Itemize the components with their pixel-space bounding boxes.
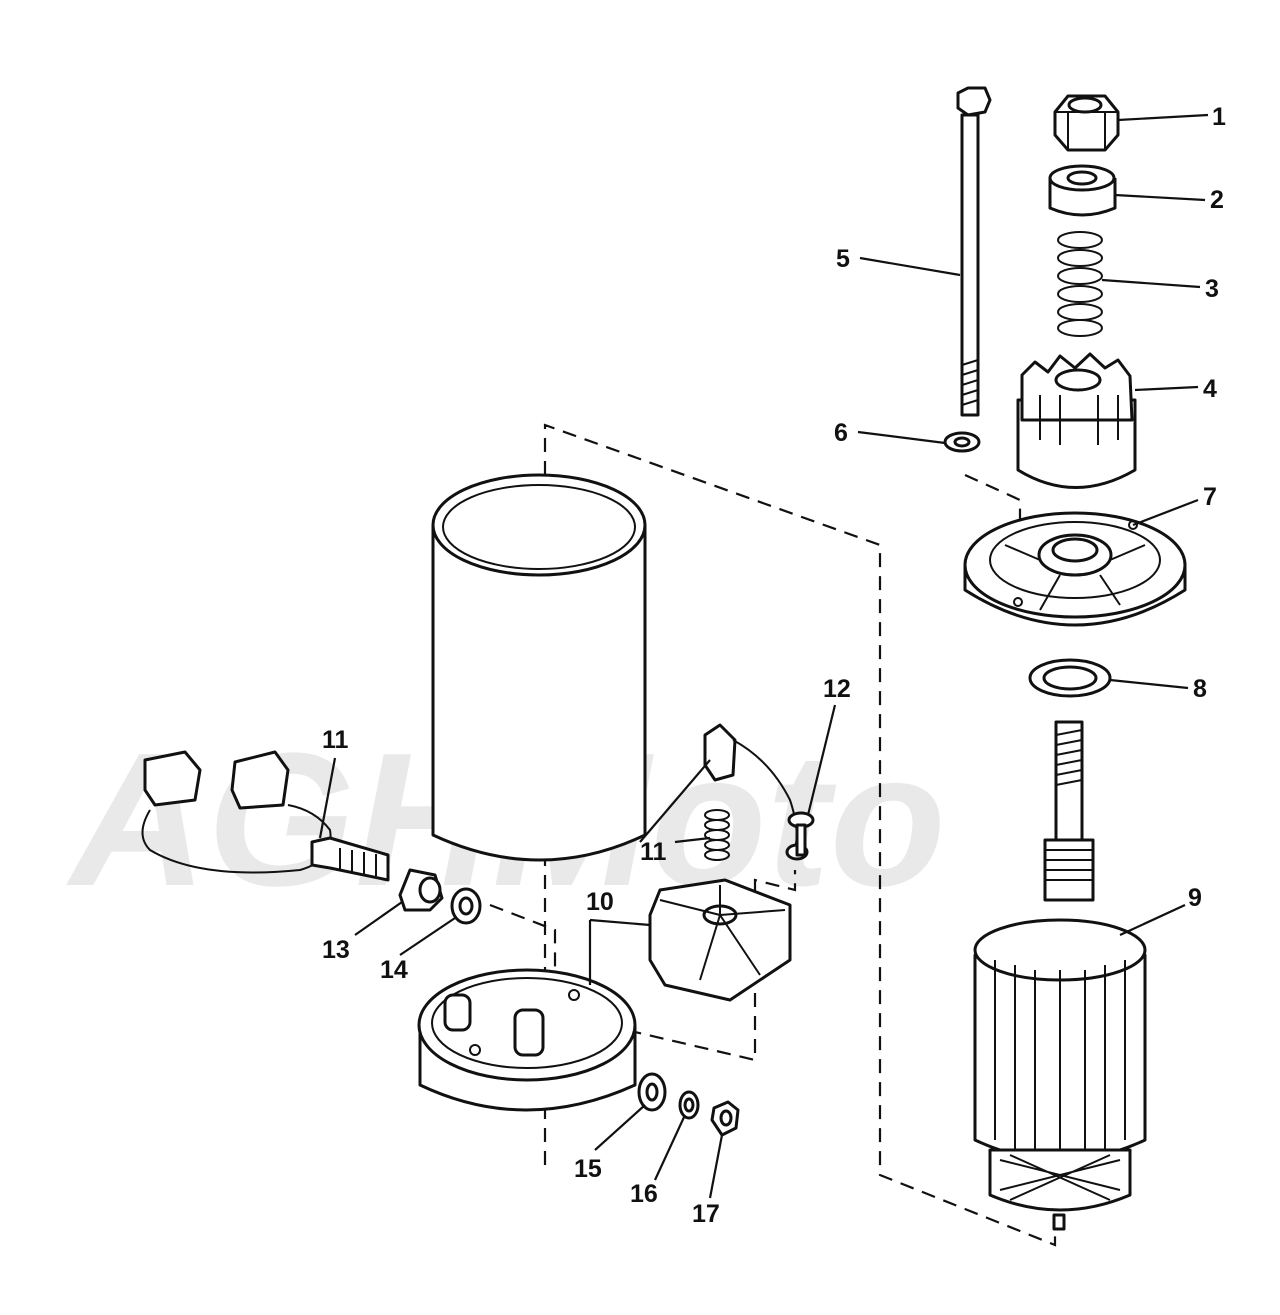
callout-3: 3 xyxy=(1205,275,1219,303)
part-9-armature xyxy=(973,720,1147,1231)
callout-6: 6 xyxy=(834,419,848,447)
callout-10: 10 xyxy=(586,888,614,916)
callout-8: 8 xyxy=(1193,675,1207,703)
callout-5: 5 xyxy=(836,245,850,273)
part-17-nut xyxy=(710,1100,740,1137)
callout-16: 16 xyxy=(630,1180,658,1208)
part-5-through-bolt xyxy=(956,86,992,417)
commutator-end-head xyxy=(417,968,637,1112)
leader-lines xyxy=(318,113,1209,1199)
callout-17: 17 xyxy=(692,1200,720,1228)
part-13-insulator xyxy=(398,868,444,912)
part-12-screw xyxy=(787,811,815,857)
callout-7: 7 xyxy=(1203,483,1217,511)
callout-2: 2 xyxy=(1210,186,1224,214)
callout-4: 4 xyxy=(1203,375,1217,403)
callout-14: 14 xyxy=(380,956,408,984)
part-16-lock-washer xyxy=(678,1090,700,1120)
callout-15: 15 xyxy=(574,1155,602,1183)
part-15-washer xyxy=(637,1072,667,1112)
part-14-washer xyxy=(450,887,482,925)
callout-labels: 1 2 3 4 5 6 7 8 9 10 11 11 12 13 14 15 1… xyxy=(322,103,1226,1228)
part-10-brush-holder xyxy=(648,878,792,1002)
part-2-spacer xyxy=(1048,164,1117,217)
part-8-thrust-washer xyxy=(1028,658,1112,698)
part-11-brush-set-left xyxy=(141,750,390,882)
part-1-hex-nut xyxy=(1053,94,1120,152)
part-7-end-cap xyxy=(963,511,1187,627)
callout-13: 13 xyxy=(322,936,350,964)
callout-11-left: 11 xyxy=(322,726,349,754)
part-6-washer xyxy=(943,431,981,453)
part-3-spring xyxy=(1057,231,1103,337)
callout-9: 9 xyxy=(1188,884,1202,912)
callout-1: 1 xyxy=(1212,103,1226,131)
part-4-drive-gear xyxy=(1016,352,1137,489)
field-frame-housing xyxy=(431,473,647,862)
callout-11-right: 11 xyxy=(640,838,667,866)
callout-12: 12 xyxy=(823,675,851,703)
